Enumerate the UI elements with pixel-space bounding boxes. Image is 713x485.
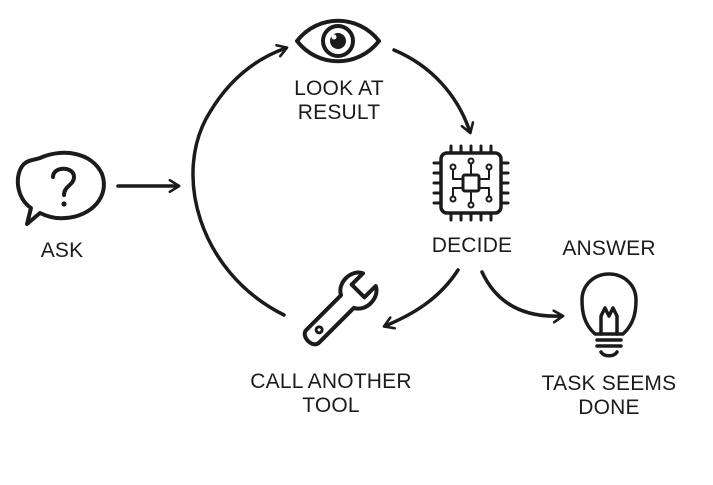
eye-icon <box>295 18 381 64</box>
wrench-icon <box>302 270 379 347</box>
question-speech-bubble-icon <box>15 150 106 226</box>
lightbulb-icon <box>580 272 638 358</box>
node-tool-label-line-2: TOOL <box>302 394 360 417</box>
node-answer-caption-line-1: TASK SEEMS <box>542 372 677 395</box>
node-look-label-line-2: RESULT <box>298 101 381 124</box>
node-tool-label-line-1: CALL ANOTHER <box>250 370 412 393</box>
node-answer-label: ANSWER <box>562 237 655 260</box>
arrow-tool-to-look <box>191 48 286 317</box>
node-ask-label: ASK <box>41 239 84 262</box>
arrow-decide-to-answer <box>480 270 562 316</box>
node-decide-label: DECIDE <box>432 234 513 257</box>
node-answer-caption-line-2: DONE <box>578 396 639 419</box>
arrow-look-to-decide <box>392 48 470 132</box>
node-look-label-line-1: LOOK AT <box>294 77 384 100</box>
arrow-decide-to-tool <box>385 268 460 326</box>
processor-chip-icon <box>432 144 510 222</box>
